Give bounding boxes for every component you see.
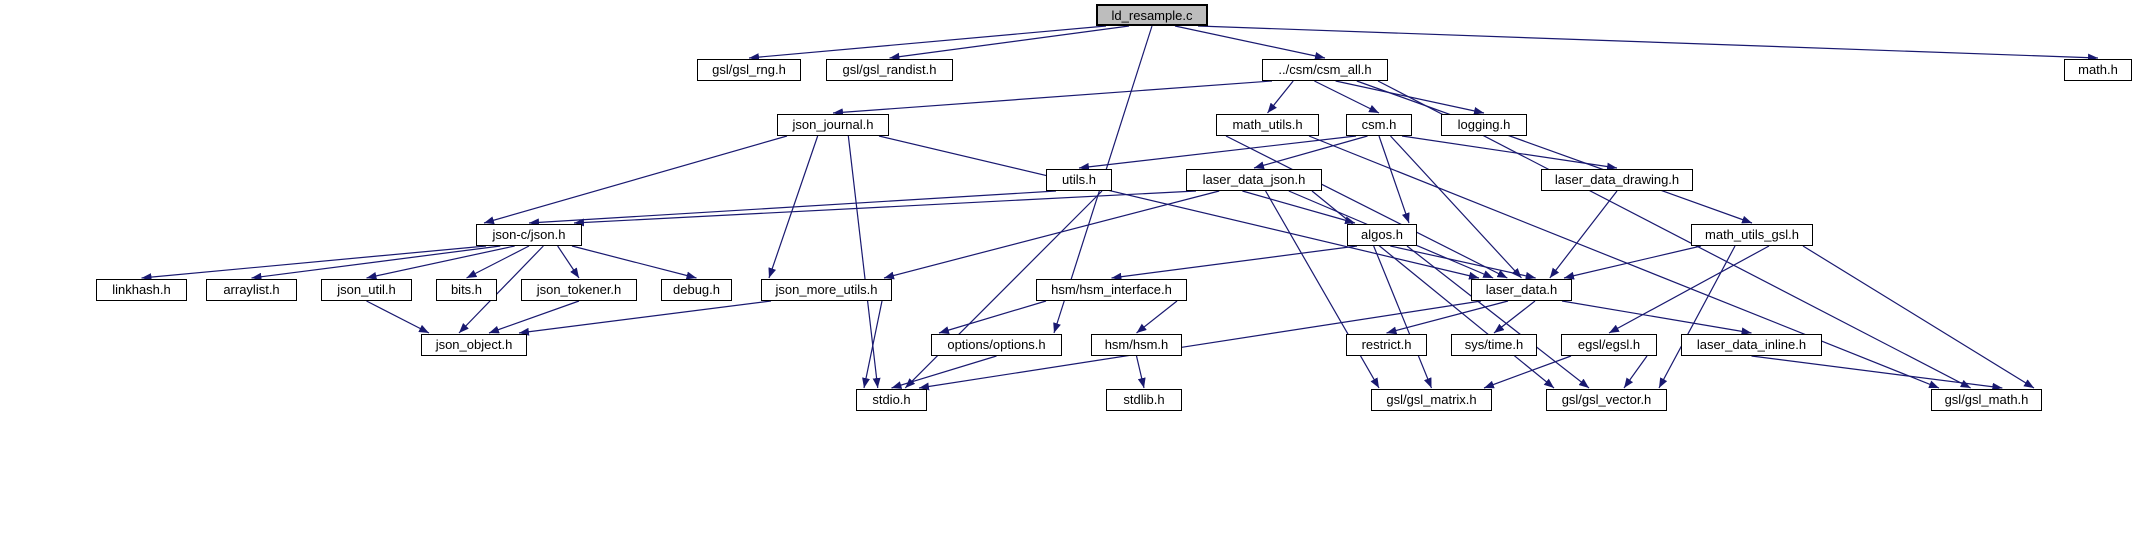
edge-json_journal-to-stdio — [847, 135, 881, 389]
graph-node-laser_data[interactable]: laser_data.h — [1471, 279, 1572, 301]
graph-node-linkhash[interactable]: linkhash.h — [96, 279, 187, 301]
graph-node-hsm_hsm[interactable]: hsm/hsm.h — [1091, 334, 1182, 356]
edge-json_c_json-to-json_util — [366, 245, 515, 280]
edge-json_tokener-to-json_object — [488, 300, 580, 334]
graph-node-stdlib[interactable]: stdlib.h — [1106, 389, 1182, 411]
edge-csm_all-to-math_utils — [1267, 80, 1294, 114]
edge-json_more_utils-to-json_object — [518, 300, 772, 336]
edge-egsl-to-gsl_matrix — [1483, 355, 1572, 389]
graph-node-egsl[interactable]: egsl/egsl.h — [1561, 334, 1657, 356]
graph-node-csm[interactable]: csm.h — [1346, 114, 1412, 136]
edge-laser_data_json-to-json_c_json — [573, 190, 1197, 227]
edge-math_utils-to-gsl_math — [1308, 135, 1940, 389]
graph-node-bits[interactable]: bits.h — [436, 279, 497, 301]
edge-laser_data_inline-to-gsl_math — [1751, 355, 2003, 391]
graph-node-arraylist[interactable]: arraylist.h — [206, 279, 297, 301]
edge-json_c_json-to-bits — [466, 245, 530, 279]
edge-math_utils_gsl-to-gsl_math — [1802, 245, 2035, 389]
edge-laser_data-to-laser_data_inline — [1561, 300, 1752, 336]
edge-csm-to-laser_data — [1390, 135, 1522, 279]
graph-node-math_utils[interactable]: math_utils.h — [1216, 114, 1319, 136]
graph-node-json_c_json[interactable]: json-c/json.h — [476, 224, 582, 246]
edge-json_journal-to-laser_data — [878, 135, 1480, 280]
graph-node-algos[interactable]: algos.h — [1347, 224, 1417, 246]
edge-ld_resample_c-to-csm_all — [1174, 25, 1326, 60]
edge-hsm_interface-to-hsm_hsm — [1136, 300, 1178, 334]
edge-laser_data_json-to-json_more_utils — [883, 190, 1220, 280]
edge-egsl-to-gsl_vector — [1623, 355, 1648, 389]
graph-node-options[interactable]: options/options.h — [931, 334, 1062, 356]
edge-ld_resample_c-to-gsl_rng — [748, 25, 1107, 62]
edge-json_c_json-to-arraylist — [251, 245, 501, 281]
graph-node-laser_data_json[interactable]: laser_data_json.h — [1186, 169, 1322, 191]
graph-node-json_tokener[interactable]: json_tokener.h — [521, 279, 637, 301]
graph-node-stdio[interactable]: stdio.h — [856, 389, 927, 411]
graph-node-gsl_randist[interactable]: gsl/gsl_randist.h — [826, 59, 953, 81]
edge-csm-to-laser_data_json — [1253, 135, 1368, 170]
edge-json_more_utils-to-stdio — [862, 300, 883, 389]
graph-node-laser_data_drawing[interactable]: laser_data_drawing.h — [1541, 169, 1693, 191]
graph-node-math_utils_gsl[interactable]: math_utils_gsl.h — [1691, 224, 1813, 246]
edge-json_journal-to-json_c_json — [483, 135, 788, 225]
graph-node-sys_time[interactable]: sys/time.h — [1451, 334, 1537, 356]
graph-node-debug[interactable]: debug.h — [661, 279, 732, 301]
edge-laser_data-to-sys_time — [1493, 300, 1536, 334]
edge-ld_resample_c-to-gsl_randist — [889, 25, 1130, 61]
graph-node-ld_resample_c: ld_resample.c — [1096, 4, 1208, 26]
edge-options-to-stdio — [891, 355, 997, 389]
edge-json_c_json-to-linkhash — [141, 245, 487, 282]
edge-csm-to-utils — [1078, 135, 1357, 171]
edge-math_utils_gsl-to-gsl_vector — [1658, 245, 1736, 389]
edge-laser_data_json-to-gsl_matrix — [1265, 190, 1380, 389]
edge-utils-to-json_c_json — [528, 190, 1057, 227]
graph-node-json_journal[interactable]: json_journal.h — [777, 114, 889, 136]
edge-math_utils-to-laser_data — [1225, 135, 1508, 279]
graph-node-gsl_math[interactable]: gsl/gsl_math.h — [1931, 389, 2042, 411]
edge-csm_all-to-math_utils_gsl — [1356, 80, 1753, 224]
edge-laser_data_drawing-to-laser_data — [1549, 190, 1618, 279]
graph-node-laser_data_inline[interactable]: laser_data_inline.h — [1681, 334, 1822, 356]
edge-laser_data-to-restrict — [1386, 300, 1509, 335]
edge-math_utils_gsl-to-laser_data — [1563, 245, 1702, 280]
edge-csm-to-laser_data_drawing — [1401, 135, 1618, 171]
edge-csm-to-algos — [1378, 135, 1410, 224]
graph-node-gsl_matrix[interactable]: gsl/gsl_matrix.h — [1371, 389, 1492, 411]
graph-node-math[interactable]: math.h — [2064, 59, 2132, 81]
graph-node-json_object[interactable]: json_object.h — [421, 334, 527, 356]
graph-node-logging[interactable]: logging.h — [1441, 114, 1527, 136]
edge-math_utils_gsl-to-egsl — [1608, 245, 1770, 334]
edge-laser_data_json-to-algos — [1242, 190, 1356, 225]
edge-csm_all-to-json_journal — [832, 80, 1273, 117]
edge-hsm_hsm-to-stdlib — [1135, 355, 1146, 389]
edge-hsm_interface-to-options — [938, 300, 1047, 334]
edge-algos-to-gsl_vector — [1406, 245, 1590, 389]
edge-ld_resample_c-to-math — [1197, 25, 2099, 62]
graph-node-hsm_interface[interactable]: hsm/hsm_interface.h — [1036, 279, 1187, 301]
graph-node-utils[interactable]: utils.h — [1046, 169, 1112, 191]
graph-node-gsl_vector[interactable]: gsl/gsl_vector.h — [1546, 389, 1667, 411]
edge-json_c_json-to-json_object — [458, 245, 544, 334]
edge-json_c_json-to-json_tokener — [557, 245, 580, 279]
edge-algos-to-gsl_matrix — [1373, 245, 1433, 389]
graph-node-gsl_rng[interactable]: gsl/gsl_rng.h — [697, 59, 801, 81]
edge-csm_all-to-csm — [1314, 80, 1380, 114]
graph-node-csm_all[interactable]: ../csm/csm_all.h — [1262, 59, 1388, 81]
graph-node-restrict[interactable]: restrict.h — [1346, 334, 1427, 356]
edge-json_util-to-json_object — [366, 300, 430, 334]
graph-node-json_util[interactable]: json_util.h — [321, 279, 412, 301]
edge-laser_data-to-stdio — [918, 300, 1482, 391]
edge-json_c_json-to-debug — [571, 245, 697, 280]
graph-node-json_more_utils[interactable]: json_more_utils.h — [761, 279, 892, 301]
edge-algos-to-hsm_interface — [1111, 245, 1358, 281]
